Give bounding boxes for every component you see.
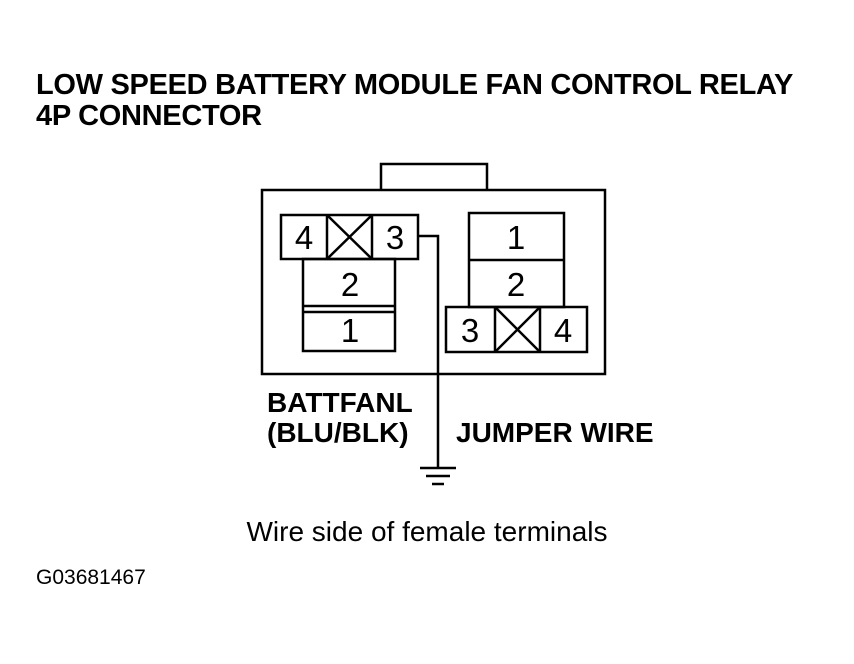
right-pin-4: 4 xyxy=(554,312,572,349)
figure-code: G03681467 xyxy=(36,566,146,589)
left-pin-2: 2 xyxy=(341,266,359,303)
right-blank-terminal-cross xyxy=(494,306,541,353)
diagram-title: LOW SPEED BATTERY MODULE FAN CONTROL REL… xyxy=(36,70,793,132)
left-blank-terminal-cross xyxy=(326,214,373,260)
title-line-1: LOW SPEED BATTERY MODULE FAN CONTROL REL… xyxy=(36,69,794,101)
title-line-2: 4P CONNECTOR xyxy=(36,100,262,132)
ground-icon xyxy=(420,466,456,486)
right-terminal-row-bottom xyxy=(444,305,589,354)
wire-name-label: BATTFANL xyxy=(267,387,413,418)
wire-color-label: (BLU/BLK) xyxy=(267,417,409,448)
right-pin-3: 3 xyxy=(461,312,479,349)
right-pin-1: 1 xyxy=(507,219,525,256)
connector-housing xyxy=(260,188,607,376)
left-pin-4: 4 xyxy=(295,219,313,256)
left-pin-3: 3 xyxy=(386,219,404,256)
diagram-caption: Wire side of female terminals xyxy=(246,516,608,547)
jumper-wire xyxy=(418,234,440,468)
locking-tab xyxy=(379,162,489,190)
left-pin-1: 1 xyxy=(341,312,359,349)
right-pin-2: 2 xyxy=(507,266,525,303)
jumper-wire-label: JUMPER WIRE xyxy=(456,417,654,448)
